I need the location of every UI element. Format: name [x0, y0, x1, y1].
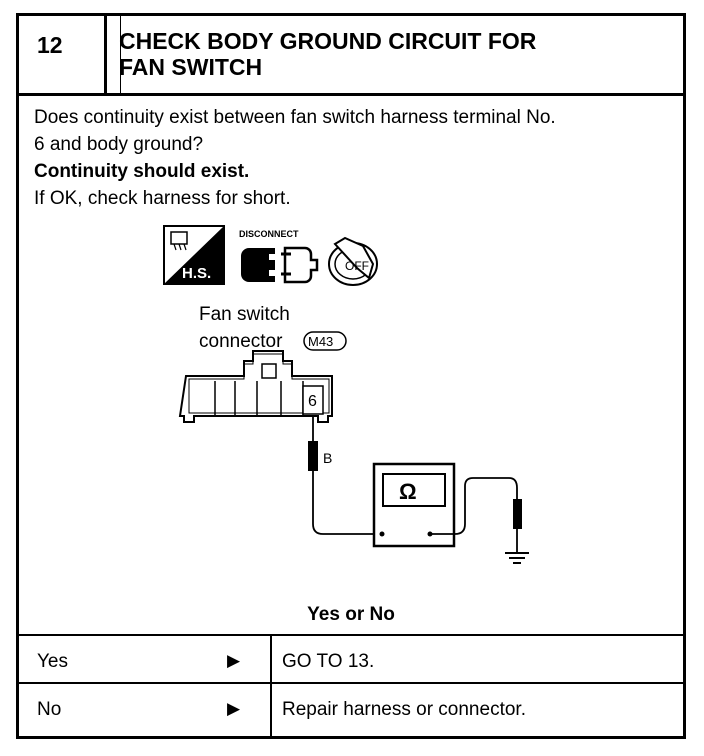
- ignition-off-icon: OFF: [328, 236, 378, 286]
- terminal-number: 6: [308, 393, 317, 410]
- hs-icon: H.S.: [163, 225, 225, 285]
- title-line-1: CHECK BODY GROUND CIRCUIT FOR: [119, 28, 537, 54]
- arrow-right-icon: ▶: [227, 651, 241, 670]
- arrow-right-icon: ▶: [227, 699, 241, 718]
- probe-lead-terminal: B: [308, 416, 377, 535]
- off-label: OFF: [345, 259, 369, 273]
- instruction-line-3: Continuity should exist.: [34, 161, 250, 182]
- result-answer: No: [37, 699, 62, 720]
- wiring-diagram: H.S. DISCONNECT OFF Fan switch connector…: [163, 225, 529, 564]
- fan-switch-connector: 6: [178, 350, 333, 423]
- result-row-no: No ▶ Repair harness or connector.: [19, 682, 683, 736]
- disconnect-icon: DISCONNECT: [239, 229, 319, 284]
- row-divider: [270, 684, 272, 736]
- ohm-symbol: Ω: [399, 479, 417, 504]
- probe-lead-ground: [430, 477, 522, 553]
- step-title: CHECK BODY GROUND CIRCUIT FOR FAN SWITCH: [119, 28, 639, 80]
- header-divider-inner: [120, 16, 121, 93]
- connector-label-line-2: connector: [199, 331, 283, 352]
- wire-color-label: B: [323, 450, 332, 466]
- step-header: 12 CHECK BODY GROUND CIRCUIT FOR FAN SWI…: [19, 16, 683, 96]
- step-frame: 12 CHECK BODY GROUND CIRCUIT FOR FAN SWI…: [16, 13, 686, 739]
- row-divider: [270, 636, 272, 682]
- connector-id: M43: [308, 334, 333, 349]
- title-line-2: FAN SWITCH: [119, 54, 263, 80]
- header-divider: [104, 16, 107, 93]
- yes-or-no-heading: Yes or No: [307, 604, 395, 625]
- ohmmeter: Ω: [372, 462, 456, 548]
- ground-symbol: [505, 552, 529, 564]
- result-table: Yes ▶ GO TO 13. No ▶ Repair harness or c…: [19, 634, 683, 736]
- step-number: 12: [37, 32, 63, 58]
- result-answer: Yes: [37, 651, 68, 672]
- disconnect-label: DISCONNECT: [239, 229, 299, 239]
- result-row-yes: Yes ▶ GO TO 13.: [19, 634, 683, 682]
- result-action: Repair harness or connector.: [282, 699, 526, 720]
- connector-label-line-1: Fan switch: [199, 304, 290, 325]
- hs-label: H.S.: [182, 265, 211, 282]
- instruction-line-1: Does continuity exist between fan switch…: [34, 107, 556, 128]
- instruction-line-2: 6 and body ground?: [34, 134, 204, 155]
- result-action: GO TO 13.: [282, 651, 375, 672]
- connector-id-badge: M43: [303, 331, 347, 351]
- instruction-line-4: If OK, check harness for short.: [34, 188, 291, 209]
- step-instructions: Does continuity exist between fan switch…: [34, 104, 674, 212]
